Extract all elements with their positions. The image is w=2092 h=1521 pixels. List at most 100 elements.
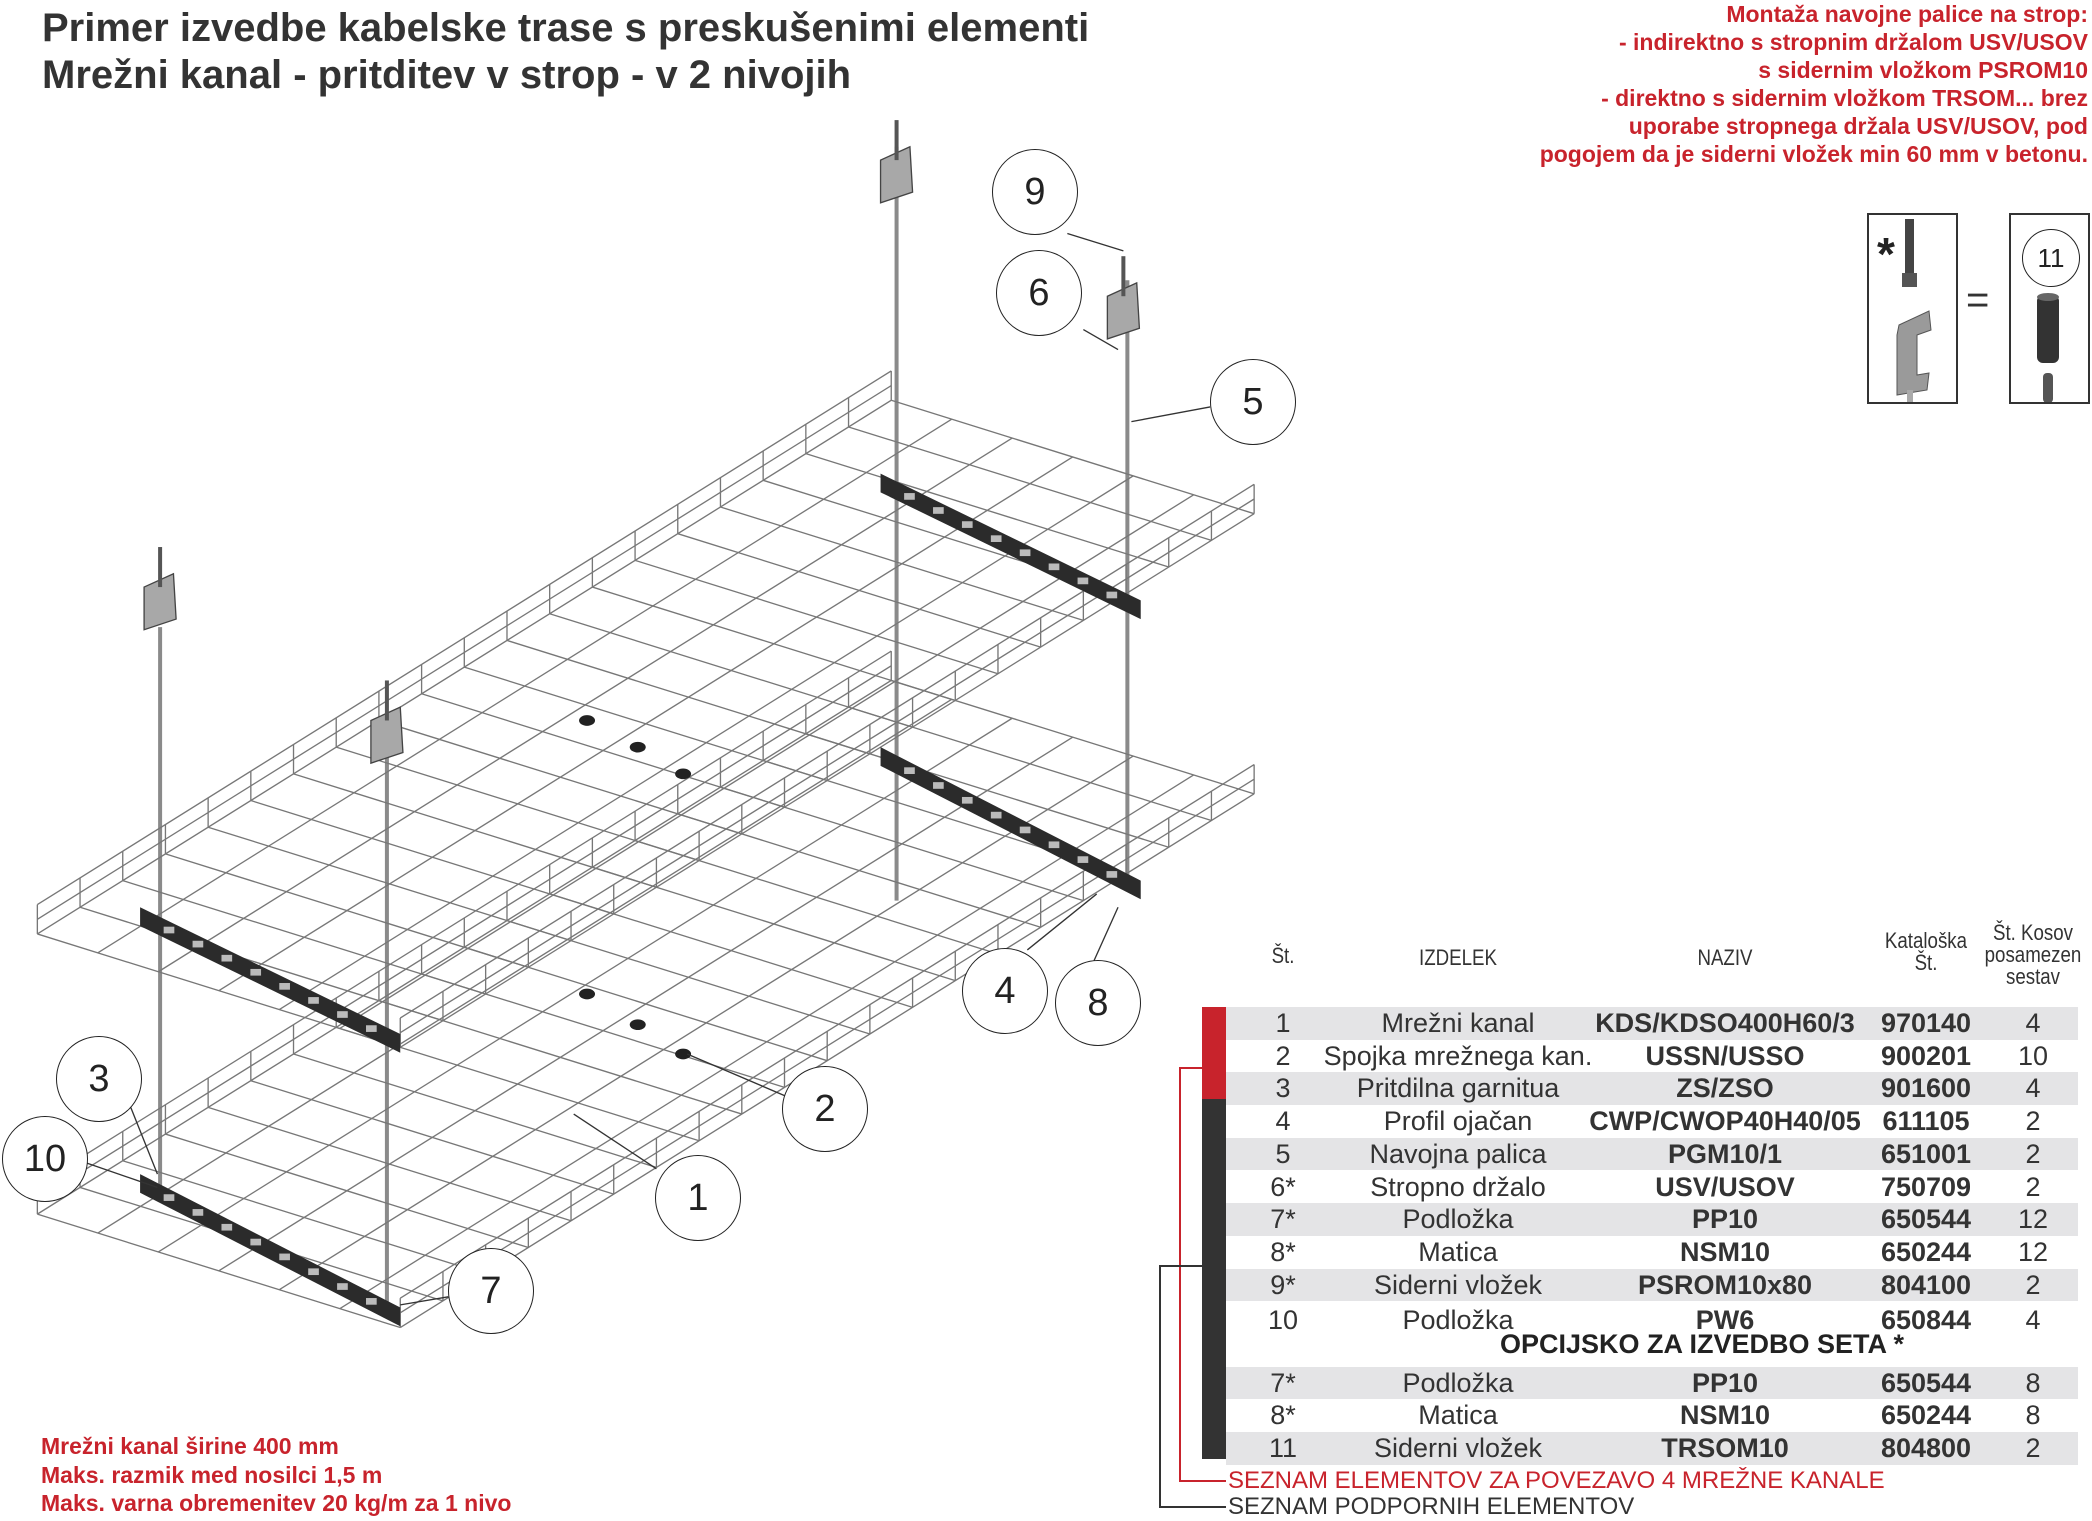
- profile-slot: [308, 997, 319, 1004]
- profile-slot: [1019, 826, 1031, 834]
- cell-catalog: 650244: [1880, 1400, 1972, 1431]
- wire: [97, 418, 953, 954]
- wire: [157, 717, 1013, 1253]
- cell-product: Matica: [1418, 1236, 1498, 1267]
- red-group-bar: [1202, 1007, 1226, 1099]
- note-line: - indirektno s stropnim držalom USV/USOV: [1618, 29, 2088, 55]
- note-line: Montaža navojne palice na strop:: [1726, 1, 2088, 27]
- wire: [339, 494, 1195, 1030]
- cell-no: 11: [1268, 1433, 1298, 1464]
- callout-7: 7: [448, 1248, 534, 1334]
- profile-slot: [904, 493, 915, 500]
- note-line: uporabe stropnega držala USV/USOV, pod: [1628, 113, 2088, 139]
- wire: [37, 665, 892, 1201]
- cell-qty: 2: [2025, 1433, 2041, 1464]
- note-line: - direktno s sidernim vložkom TRSOM... b…: [1601, 85, 2088, 111]
- callout-11: 11: [2022, 229, 2080, 287]
- cell-qty: 2: [2025, 1269, 2041, 1300]
- leader-line: [1067, 232, 1124, 252]
- wire: [399, 778, 1255, 1314]
- callout-5: 5: [1210, 359, 1296, 445]
- leader-line: [400, 1296, 449, 1306]
- profile-slot: [1048, 841, 1060, 849]
- cell-catalog: 804100: [1880, 1269, 1972, 1300]
- cell-catalog: 970140: [1880, 1008, 1972, 1038]
- header-catalog-line: Št.: [1914, 950, 1938, 975]
- cell-qty: 12: [2017, 1236, 2049, 1267]
- coupler: [629, 741, 646, 753]
- note-line: s sidernim vložkom PSROM10: [1758, 57, 2088, 83]
- coupler: [629, 1019, 646, 1031]
- inset-anchor: 11: [2009, 213, 2090, 404]
- cell-catalog: 901600: [1880, 1073, 1972, 1104]
- profile-slot: [163, 926, 175, 934]
- ceiling-holder: [1106, 281, 1141, 340]
- cell-name: USSN/USSO: [1645, 1040, 1805, 1071]
- header-no: Št.: [1271, 943, 1295, 968]
- title-line-2: Mrežni kanal - pritditev v strop - v 2 n…: [42, 53, 852, 97]
- cell-qty: 2: [2025, 1106, 2041, 1137]
- cell-qty: 8: [2025, 1400, 2041, 1431]
- cell-no: 4: [1275, 1106, 1291, 1137]
- callout-2: 2: [782, 1066, 868, 1152]
- cell-qty: 4: [2025, 1073, 2041, 1104]
- profile-slot: [221, 954, 233, 962]
- profile-lower-left: [140, 1174, 401, 1327]
- profile-upper-left: [140, 907, 401, 1053]
- profile-slot: [308, 1268, 319, 1276]
- profile-slot: [192, 940, 204, 948]
- cell-no: 10: [1267, 1305, 1299, 1336]
- profile-slot: [337, 1283, 348, 1290]
- wire: [339, 774, 1195, 1310]
- profile-slot: [1019, 549, 1031, 557]
- cell-product: Profil ojačan: [1383, 1106, 1533, 1137]
- leader-line: [1026, 893, 1098, 951]
- cell-no: 7*: [1270, 1367, 1296, 1398]
- cell-no: 1: [1275, 1008, 1291, 1038]
- header-name: NAZIV: [1697, 945, 1753, 970]
- cell-product: Podložka: [1402, 1204, 1514, 1235]
- cell-qty: 2: [2025, 1171, 2041, 1202]
- wire: [218, 456, 1074, 992]
- header-catalog-line: Kataloška: [1884, 928, 1968, 953]
- callout-4: 4: [962, 948, 1048, 1034]
- leader-line: [130, 1107, 159, 1175]
- cell-no: 2: [1275, 1040, 1291, 1071]
- wire: [37, 385, 892, 920]
- profile-slot: [192, 1209, 204, 1216]
- profile-slot: [904, 767, 915, 774]
- anchor-sleeve-icon: [2037, 293, 2059, 402]
- cell-product: Mrežni kanal: [1381, 1008, 1535, 1038]
- cell-catalog: 650544: [1880, 1204, 1972, 1235]
- profile-slot: [1048, 563, 1060, 571]
- note-line: pogojem da je siderni vložek min 60 mm v…: [1539, 141, 2088, 167]
- cell-product: Stropno držalo: [1370, 1171, 1546, 1202]
- callout-6: 6: [996, 250, 1082, 336]
- cell-name: PP10: [1691, 1204, 1759, 1235]
- optional-heading: OPCIJSKO ZA IZVEDBO SETA *: [1500, 1329, 1905, 1359]
- inset-ceiling-holder: *: [1867, 213, 1958, 404]
- cell-product: Siderni vložek: [1373, 1433, 1543, 1464]
- cell-catalog: 804800: [1880, 1433, 1972, 1464]
- cell-name: TRSOM10: [1661, 1433, 1789, 1464]
- header-product: IZDELEK: [1419, 945, 1497, 970]
- coupler: [675, 1048, 692, 1060]
- title-line-1: Primer izvedbe kabelske trase s preskuše…: [42, 6, 1090, 50]
- ceiling-holder: [143, 572, 177, 631]
- cell-name: PGM10/1: [1667, 1138, 1783, 1169]
- wire: [37, 399, 892, 935]
- cell-no: 6*: [1270, 1171, 1296, 1202]
- cell-name: NSM10: [1679, 1400, 1771, 1431]
- coupler: [579, 715, 596, 726]
- cell-no: 8*: [1270, 1236, 1296, 1267]
